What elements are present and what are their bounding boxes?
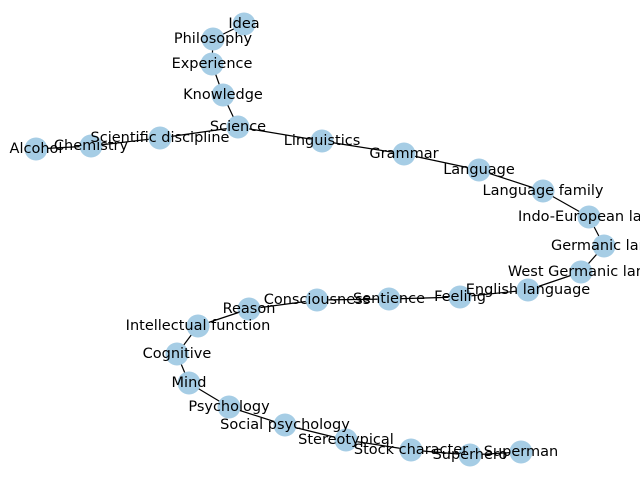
node-label-psychology: Psychology xyxy=(188,399,270,415)
node-label-superman: Superman xyxy=(484,444,558,460)
node-label-idea: Idea xyxy=(228,16,259,32)
node-scientific-discipline xyxy=(148,126,172,150)
node-philosophy xyxy=(201,27,225,51)
node-west-germanic xyxy=(569,260,593,284)
node-label-grammar: Grammar xyxy=(369,146,438,162)
node-grammar xyxy=(392,142,416,166)
node-label-social-psychology: Social psychology xyxy=(220,417,350,433)
node-indo-european xyxy=(577,205,601,229)
node-knowledge xyxy=(211,83,235,107)
edge-grammar-language xyxy=(403,153,480,171)
edge-linguistics-grammar xyxy=(321,140,405,155)
node-social-psychology xyxy=(273,413,297,437)
node-label-language: Language xyxy=(443,162,515,178)
node-stereotypical xyxy=(334,428,358,452)
node-mind xyxy=(177,371,201,395)
node-label-alcohol: Alcohol xyxy=(10,141,63,157)
node-label-scientific-discipline: Scientific discipline xyxy=(91,130,230,146)
graph-edges xyxy=(35,23,605,456)
node-label-philosophy: Philosophy xyxy=(174,31,253,47)
node-label-stock-character: Stock character xyxy=(354,442,468,458)
node-language-family xyxy=(531,179,555,203)
edge-science-scientific-discipline xyxy=(159,126,239,139)
node-sentience xyxy=(377,287,401,311)
node-alcohol xyxy=(24,137,48,161)
node-psychology xyxy=(217,395,241,419)
graph-nodes xyxy=(24,12,616,467)
node-idea xyxy=(232,12,256,36)
node-label-germanic: Germanic lang xyxy=(551,238,640,254)
edge-feeling-sentience xyxy=(388,296,461,300)
node-language xyxy=(467,158,491,182)
node-label-language-family: Language family xyxy=(483,183,604,199)
node-science xyxy=(226,115,250,139)
node-label-cognitive: Cognitive xyxy=(143,346,212,362)
node-label-mind: Mind xyxy=(172,375,207,391)
node-reason xyxy=(237,297,261,321)
node-label-consciousness: Consciousness xyxy=(264,292,371,308)
node-label-science: Science xyxy=(210,119,266,135)
node-label-linguistics: Linguistics xyxy=(284,133,361,149)
node-stock-character xyxy=(399,438,423,462)
node-consciousness xyxy=(305,288,329,312)
node-linguistics xyxy=(310,129,334,153)
node-label-reason: Reason xyxy=(223,301,276,317)
node-label-feeling: Feeling xyxy=(434,289,486,305)
node-label-superhero: Superhero xyxy=(433,447,508,463)
node-label-sentience: Sentience xyxy=(353,291,425,307)
node-superman xyxy=(509,440,533,464)
node-label-experience: Experience xyxy=(172,56,253,72)
node-label-intellectual-function: Intellectual function xyxy=(126,318,271,334)
node-feeling xyxy=(448,285,472,309)
node-label-knowledge: Knowledge xyxy=(183,87,263,103)
node-label-english-language: English language xyxy=(466,282,591,298)
node-superhero xyxy=(458,443,482,467)
node-label-stereotypical: Stereotypical xyxy=(298,432,394,448)
node-cognitive xyxy=(165,342,189,366)
node-experience xyxy=(200,52,224,76)
node-chemistry xyxy=(79,134,103,158)
graph-labels: IdeaPhilosophyExperienceKnowledgeScience… xyxy=(10,16,640,463)
edge-science-linguistics xyxy=(237,126,323,142)
edge-sentience-consciousness xyxy=(316,298,390,301)
node-label-indo-european: Indo-European lang xyxy=(518,209,640,225)
node-intellectual-function xyxy=(186,314,210,338)
node-label-west-germanic: West Germanic lang xyxy=(508,264,640,280)
edge-scientific-discipline-chemistry xyxy=(90,137,161,147)
node-label-chemistry: Chemistry xyxy=(54,138,129,154)
node-germanic xyxy=(592,234,616,258)
node-english-language xyxy=(516,278,540,302)
